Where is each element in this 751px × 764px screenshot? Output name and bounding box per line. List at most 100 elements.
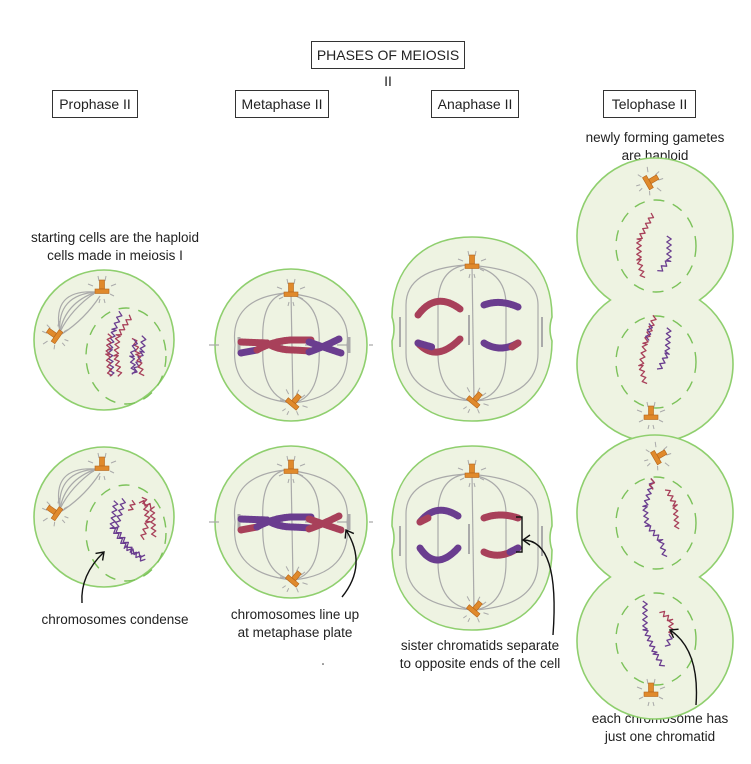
spindle-fiber bbox=[405, 264, 475, 402]
centrosome-ray bbox=[276, 463, 283, 467]
chromatid-core bbox=[306, 513, 342, 532]
centrosome-ray bbox=[287, 478, 290, 484]
centrosome-ray bbox=[467, 250, 470, 257]
centriole bbox=[465, 395, 481, 409]
centrosome-ray bbox=[61, 519, 66, 524]
centrosome-ray bbox=[636, 184, 641, 187]
centriole bbox=[464, 472, 480, 478]
centrosome-ray bbox=[57, 497, 60, 504]
centrosome-ray bbox=[649, 190, 651, 196]
centriole bbox=[650, 450, 662, 466]
centriole bbox=[643, 691, 659, 697]
spindle-fiber bbox=[233, 292, 294, 404]
chromatid bbox=[138, 499, 157, 538]
anaphase-cell-bottom bbox=[391, 445, 553, 631]
telophase-cell-top bbox=[576, 157, 734, 443]
centrosome-ray bbox=[474, 250, 477, 257]
chromatid bbox=[656, 327, 672, 370]
centrosome-ray bbox=[459, 268, 465, 272]
centriole bbox=[643, 414, 659, 420]
spindle-fiber bbox=[61, 472, 101, 512]
prophase-cell-top bbox=[33, 269, 175, 411]
chromatid-core bbox=[306, 336, 342, 355]
spindle-fiber bbox=[465, 264, 539, 402]
centrosome-ray bbox=[292, 478, 295, 484]
arrow-one-chromatid-head bbox=[668, 628, 679, 639]
caption-line: at metaphase plate bbox=[237, 625, 353, 640]
centriole bbox=[50, 329, 64, 345]
centrosome-ray bbox=[638, 696, 644, 700]
centrosome-ray bbox=[659, 686, 666, 690]
centrosome-ray bbox=[473, 482, 476, 488]
centrosome-ray bbox=[42, 330, 48, 334]
caption-line: newly forming gametes bbox=[585, 130, 725, 145]
centrosome-ray bbox=[646, 678, 649, 685]
centrosome-ray bbox=[463, 615, 467, 619]
centrosome bbox=[42, 497, 69, 527]
caption-line: to opposite ends of the cell bbox=[399, 656, 561, 671]
centrosome-ray bbox=[300, 571, 306, 576]
cell-membrane bbox=[391, 236, 553, 422]
centrosome-ray bbox=[468, 482, 471, 488]
centrosome-ray bbox=[104, 275, 107, 282]
phase-label-telophase: Telophase II bbox=[603, 90, 696, 118]
centrosome-ray bbox=[302, 405, 308, 408]
centrosome-ray bbox=[666, 452, 672, 456]
chromatid bbox=[113, 314, 132, 377]
chromatid-core bbox=[415, 298, 463, 318]
chromatid bbox=[648, 478, 656, 490]
nuclear-envelope bbox=[615, 476, 697, 570]
centrosome-ray bbox=[278, 473, 284, 477]
anaphase-cell-top bbox=[391, 236, 553, 422]
centrosome-ray bbox=[646, 401, 649, 408]
chromatid bbox=[129, 339, 138, 375]
chromatid-core bbox=[481, 512, 521, 521]
centrosome-ray bbox=[477, 618, 480, 623]
centrosome-ray bbox=[466, 596, 471, 602]
centrosome-ray bbox=[645, 449, 650, 453]
centrosome bbox=[42, 320, 69, 350]
centrosome-ray bbox=[636, 409, 643, 413]
caption-anaphase-bottom: sister chromatids separate to opposite e… bbox=[380, 637, 580, 673]
centrosome-ray bbox=[53, 521, 56, 527]
centrosome-ray bbox=[457, 258, 464, 262]
centrosome-ray bbox=[463, 406, 467, 410]
centrosome-ray bbox=[98, 475, 101, 481]
centrosome-ray bbox=[109, 293, 115, 297]
spindle-fiber bbox=[465, 264, 507, 402]
centrosome-ray bbox=[53, 344, 56, 350]
chromatid-core bbox=[417, 545, 461, 563]
spindle-fiber bbox=[58, 291, 97, 333]
centriole bbox=[283, 291, 299, 297]
telophase-cell-bottom bbox=[576, 434, 734, 720]
centrosome-ray bbox=[286, 587, 290, 593]
centrosome-ray bbox=[286, 410, 290, 416]
centrosome bbox=[279, 566, 308, 593]
centrosome bbox=[276, 455, 306, 484]
arrow-sister-chromatids-head bbox=[521, 534, 531, 546]
centrosome-ray bbox=[285, 566, 290, 572]
nuclear-envelope bbox=[85, 484, 167, 582]
arrow-chromosomes-condense bbox=[81, 551, 105, 604]
centriole bbox=[642, 175, 654, 191]
centrosome bbox=[636, 678, 666, 707]
centrosome-ray bbox=[653, 401, 656, 408]
caption-line: starting cells are the haploid bbox=[30, 230, 200, 245]
centrosome-ray bbox=[477, 387, 481, 393]
centrosome-ray bbox=[61, 342, 66, 347]
centrosome-ray bbox=[296, 411, 299, 416]
centrosome-ray bbox=[97, 452, 100, 459]
caption-line: chromosomes line up bbox=[230, 607, 360, 622]
centriole bbox=[469, 463, 475, 474]
centriole bbox=[288, 282, 294, 293]
centrosome-ray bbox=[63, 329, 69, 333]
centrosome-ray bbox=[103, 298, 106, 304]
arrow-sister-chromatids bbox=[522, 539, 555, 636]
phase-label-metaphase: Metaphase II bbox=[235, 90, 329, 118]
centrosome-ray bbox=[276, 286, 283, 290]
chromatid-core bbox=[507, 545, 521, 555]
centriole bbox=[465, 604, 481, 618]
centrosome-ray bbox=[89, 293, 95, 297]
centrosome-ray bbox=[652, 701, 655, 707]
centrosome-ray bbox=[477, 409, 480, 414]
